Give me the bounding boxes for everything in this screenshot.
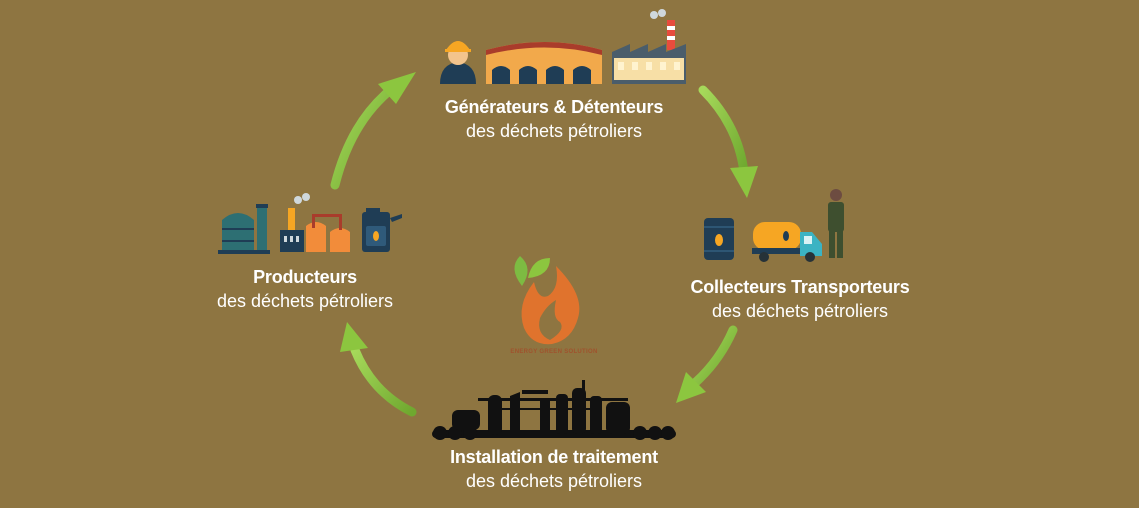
tanker-truck-icon [752, 222, 822, 262]
oil-barrel-icon [704, 218, 734, 260]
node-subtitle: des déchets pétroliers [465, 121, 643, 141]
node-subtitle: des déchets pétroliers [711, 301, 889, 321]
node-generateurs: Générateurs & Détenteurs des déchets pét… [404, 95, 704, 143]
worker-icon [440, 41, 476, 84]
node-subtitle: des déchets pétroliers [216, 291, 394, 311]
refinery-icon [280, 193, 350, 252]
warehouse-icon [486, 42, 602, 84]
node-title: Générateurs & Détenteurs [444, 97, 664, 117]
node-title: Producteurs [253, 267, 357, 287]
storage-tank-icon [218, 204, 270, 254]
worker-icon [828, 189, 844, 258]
node-title: Installation de traitement [450, 447, 658, 467]
node-subtitle: des déchets pétroliers [465, 471, 643, 491]
jerrycan-icon [362, 208, 402, 252]
arrow-bottom-to-left [340, 322, 417, 417]
arrow-left-to-top [330, 72, 416, 190]
logo-text: ENERGY GREEN SOLUTION [510, 349, 598, 355]
node-collecteurs: Collecteurs Transporteurs des déchets pé… [655, 275, 945, 323]
treatment-plant-icon [432, 380, 676, 440]
flame-icon [521, 266, 580, 345]
arrow-top-to-right [698, 85, 758, 198]
leaf-icon [514, 256, 550, 286]
node-producteurs: Producteurs des déchets pétroliers [175, 265, 435, 313]
node-installation: Installation de traitement des déchets p… [404, 445, 704, 493]
arrow-right-to-bottom [676, 325, 738, 403]
node-title: Collecteurs Transporteurs [690, 277, 910, 297]
factory-icon [612, 9, 686, 84]
